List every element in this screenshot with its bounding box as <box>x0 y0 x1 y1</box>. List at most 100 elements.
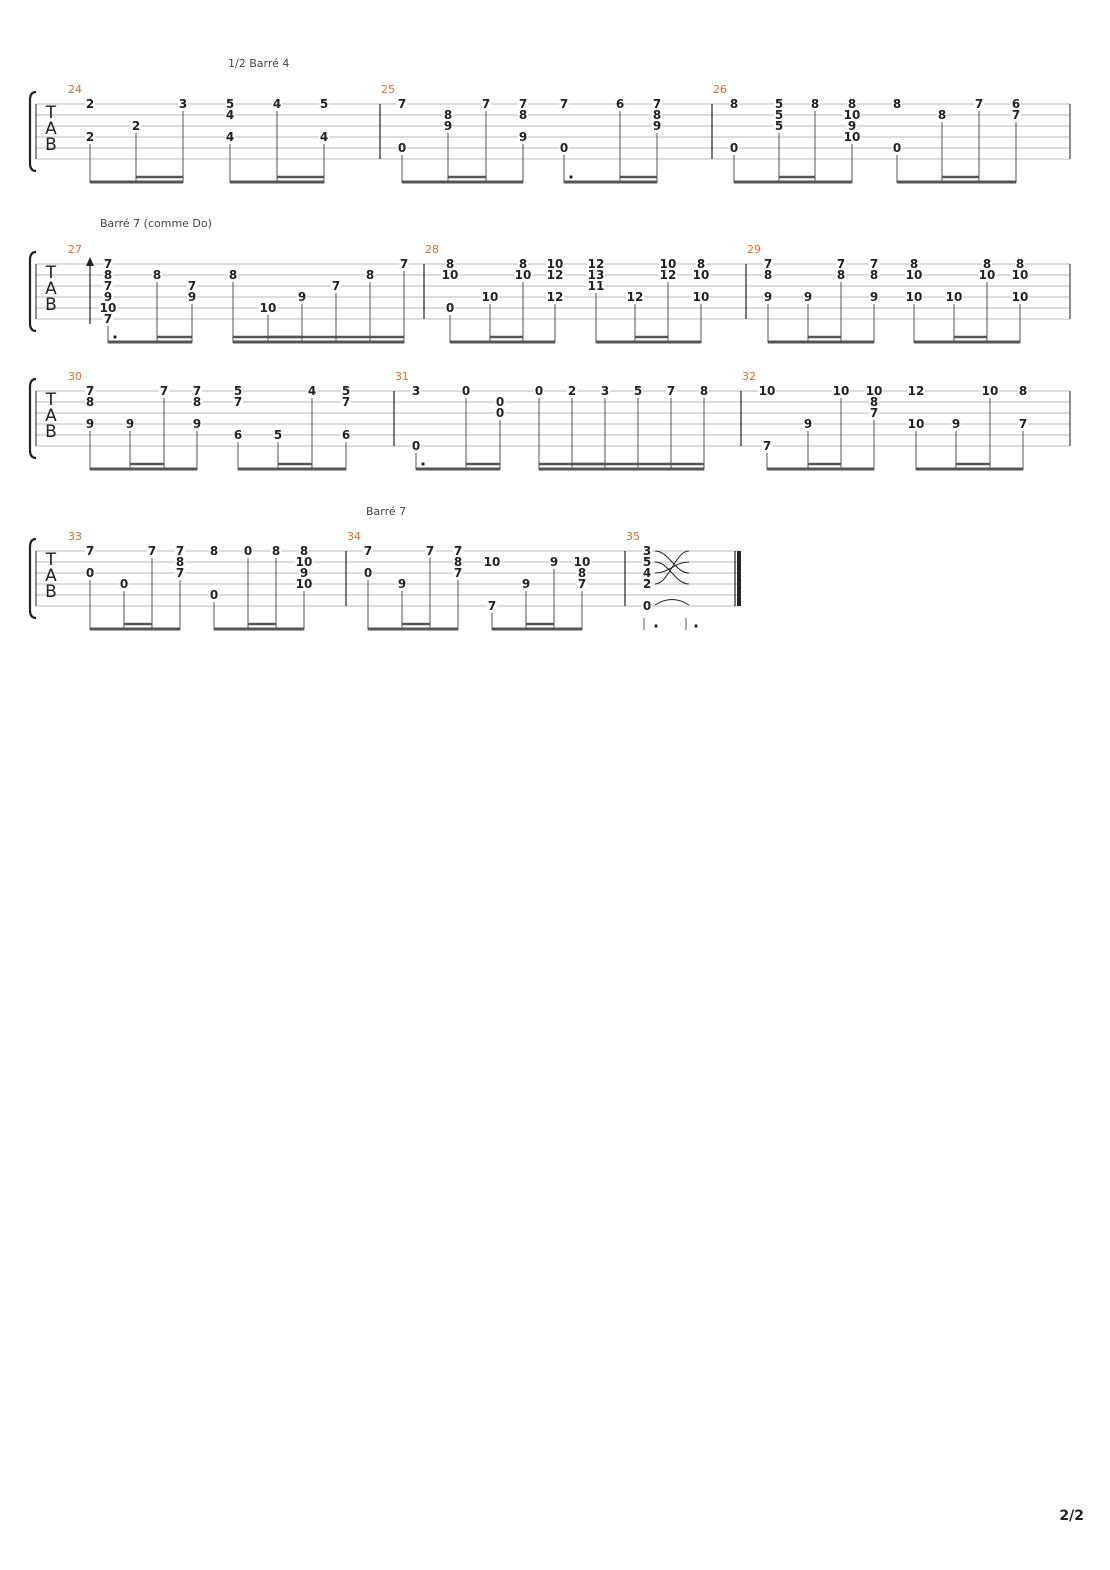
fret-number: 8 <box>454 555 462 569</box>
measure-number: 31 <box>395 370 409 383</box>
fret-number: 10 <box>979 268 996 282</box>
fret-number-bg <box>546 292 564 302</box>
fret-number-bg <box>1015 259 1025 269</box>
fret-number-bg <box>85 99 95 109</box>
fret-number: 7 <box>667 384 675 398</box>
fret-number-bg <box>905 292 923 302</box>
fret-number-bg <box>981 386 999 396</box>
fret-number-bg <box>103 270 113 280</box>
fret-number-bg <box>577 579 587 589</box>
fret-number: 7 <box>332 279 340 293</box>
fret-number: 7 <box>578 577 586 591</box>
fret-number-bg <box>587 270 605 280</box>
fret-number-bg <box>642 568 652 578</box>
fret-number: 13 <box>588 268 605 282</box>
fret-number-bg <box>103 292 113 302</box>
fret-number: 6 <box>1012 97 1020 111</box>
fret-number-bg <box>865 386 883 396</box>
barre-annotation: 1/2 Barré 4 <box>228 57 289 70</box>
fret-number-bg <box>233 397 243 407</box>
fret-number: 7 <box>86 384 94 398</box>
fret-number: 10 <box>759 384 776 398</box>
fret-number-bg <box>307 386 317 396</box>
fret-number-bg <box>209 590 219 600</box>
fret-number-bg <box>774 121 784 131</box>
fret-number: 8 <box>983 257 991 271</box>
fret-number-bg <box>85 386 95 396</box>
fret-number: 8 <box>700 384 708 398</box>
tab-clef-letter: T <box>45 390 57 410</box>
fret-number: 8 <box>210 544 218 558</box>
fret-number-bg <box>869 259 879 269</box>
fret-number-bg <box>652 121 662 131</box>
fret-number-bg <box>763 259 773 269</box>
fret-number: 7 <box>1012 108 1020 122</box>
fret-number-bg <box>461 386 471 396</box>
fret-number-bg <box>762 441 772 451</box>
fret-number: 10 <box>693 268 710 282</box>
fret-number-bg <box>892 143 902 153</box>
fret-number: 7 <box>488 599 496 613</box>
fret-number: 8 <box>893 97 901 111</box>
fret-number-bg <box>1018 386 1028 396</box>
fret-number: 3 <box>601 384 609 398</box>
fret-number-bg <box>518 110 528 120</box>
fret-number-bg <box>152 270 162 280</box>
fret-number: 0 <box>462 384 470 398</box>
fret-number: 7 <box>176 566 184 580</box>
fret-number-bg <box>341 386 351 396</box>
fret-number: 10 <box>693 290 710 304</box>
fret-number: 7 <box>560 97 568 111</box>
fret-number-bg <box>271 546 281 556</box>
fret-number-bg <box>299 568 309 578</box>
fret-number: 2 <box>86 130 94 144</box>
fret-number-bg <box>175 546 185 556</box>
fret-number: 7 <box>234 395 242 409</box>
measure-number: 28 <box>425 243 439 256</box>
fret-number-bg <box>869 292 879 302</box>
fret-number: 7 <box>104 279 112 293</box>
fret-number-bg <box>299 546 309 556</box>
fret-number: 12 <box>627 290 644 304</box>
fret-number: 2 <box>86 97 94 111</box>
fret-number: 7 <box>870 257 878 271</box>
fret-number-bg <box>331 281 341 291</box>
fret-number: 7 <box>519 97 527 111</box>
fret-number-bg <box>295 557 313 567</box>
fret-number-bg <box>192 397 202 407</box>
fret-number-bg <box>559 143 569 153</box>
fret-number: 7 <box>160 384 168 398</box>
fret-number: 4 <box>226 130 234 144</box>
fret-number-bg <box>659 259 677 269</box>
fret-number-bg <box>652 99 662 109</box>
fret-number: 9 <box>522 577 530 591</box>
fret-number: 8 <box>446 257 454 271</box>
fret-number-bg <box>259 303 277 313</box>
tab-clef-letter: B <box>45 582 57 602</box>
fret-number-bg <box>233 386 243 396</box>
fret-number-bg <box>85 568 95 578</box>
fret-number-bg <box>573 557 591 567</box>
fret-number: 8 <box>837 268 845 282</box>
fret-number-bg <box>103 281 113 291</box>
fret-number-bg <box>425 546 435 556</box>
fret-number-bg <box>295 579 313 589</box>
fret-number-bg <box>832 386 850 396</box>
fret-number-bg <box>175 568 185 578</box>
dot-mark <box>421 462 425 466</box>
fret-number: 8 <box>300 544 308 558</box>
fret-number: 9 <box>398 577 406 591</box>
fret-number-bg <box>192 386 202 396</box>
fret-number: 0 <box>364 566 372 580</box>
fret-number: 0 <box>446 301 454 315</box>
fret-number: 9 <box>126 417 134 431</box>
fret-number: 4 <box>226 108 234 122</box>
fret-number-bg <box>495 397 505 407</box>
fret-number-bg <box>397 143 407 153</box>
fret-number-bg <box>567 386 577 396</box>
fret-number: 0 <box>496 406 504 420</box>
fret-number: 8 <box>870 268 878 282</box>
fret-number: 5 <box>234 384 242 398</box>
fret-number-bg <box>131 121 141 131</box>
fret-number-bg <box>518 132 528 142</box>
